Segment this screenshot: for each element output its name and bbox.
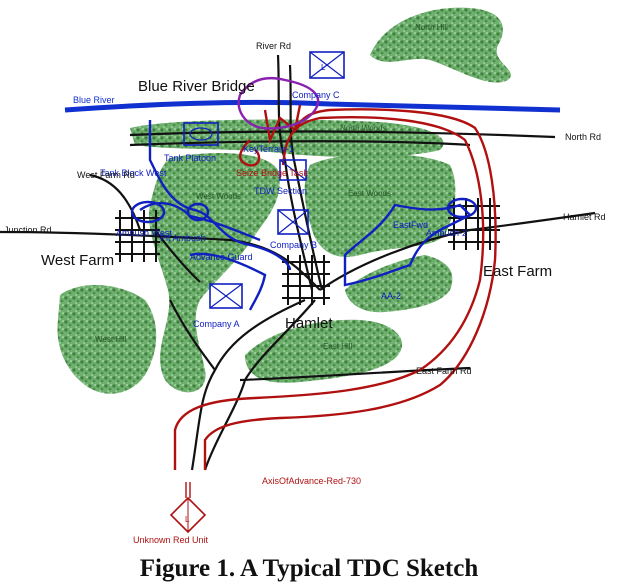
blue-advance-guard bbox=[189, 252, 267, 311]
plt-ambush-oval bbox=[186, 202, 210, 222]
west-farm-grid bbox=[115, 210, 160, 262]
blue-river-label: Blue River bbox=[73, 95, 115, 105]
aa2-woods-area bbox=[345, 255, 453, 313]
north-road-2 bbox=[129, 140, 471, 147]
ambush-2-label: Ambush-2 bbox=[426, 228, 467, 238]
east-hill-area bbox=[245, 319, 403, 383]
red-axis-inner bbox=[203, 108, 497, 470]
plt-ambush-label: Plt Ambush bbox=[160, 233, 206, 243]
seize-bridge-label: Seize Bridge Task bbox=[236, 168, 308, 178]
east-farm-label: East Farm bbox=[483, 263, 552, 280]
red-axis-of-advance bbox=[173, 116, 485, 470]
unknown-red-unit-label: Unknown Red Unit bbox=[133, 535, 209, 545]
figure-caption: Figure 1. A Typical TDC Sketch bbox=[139, 555, 479, 582]
company-b-label: Company B bbox=[270, 240, 317, 250]
tactical-sketch-map: River Rd Blue River Bridge Blue River Co… bbox=[0, 7, 606, 545]
ambush-west-oval bbox=[130, 200, 166, 224]
red-bridge-arrow bbox=[263, 104, 302, 145]
terrain-areas bbox=[57, 7, 511, 394]
north-woods-label: North Woods bbox=[340, 124, 387, 133]
unknown-red-unit-letter: L bbox=[185, 515, 190, 524]
west-woods-label: West Woods bbox=[196, 192, 241, 201]
key-terrain-outline bbox=[237, 76, 320, 130]
river-road-2 bbox=[288, 64, 324, 291]
north-woods-area bbox=[130, 119, 444, 157]
tank-platoon-symbol bbox=[183, 122, 219, 146]
west-farm-road bbox=[89, 173, 142, 231]
west-hill-area bbox=[57, 284, 157, 394]
company-c-label: Company C bbox=[292, 90, 340, 100]
company-c-symbol bbox=[309, 51, 345, 79]
east-hill-label: East Hill bbox=[323, 342, 353, 351]
ambush-west-label: Ambush West bbox=[116, 228, 172, 238]
blue-river-bridge-label: Blue River Bridge bbox=[138, 78, 255, 95]
company-a-symbol bbox=[209, 283, 243, 309]
map-labels: River Rd Blue River Bridge Blue River Co… bbox=[4, 23, 606, 545]
advance-guard-label: Advance Guard bbox=[190, 252, 253, 262]
north-rd-label: North Rd bbox=[565, 132, 601, 142]
west-farm-rd-label: West Farm Rd bbox=[77, 170, 135, 180]
tank-block-label: Tank Block West bbox=[100, 168, 167, 178]
east-woods-area bbox=[304, 153, 456, 258]
aa2-label: AA-2 bbox=[381, 291, 401, 301]
west-hill-label: West Hill bbox=[95, 335, 127, 344]
tank-platoon-label: Tank Platoon bbox=[164, 153, 216, 163]
west-woods-area bbox=[149, 153, 280, 393]
key-terrain-label: KeyTerrain-1 bbox=[243, 144, 294, 154]
east-farm-road bbox=[239, 366, 471, 382]
east-farm-rd-label: East Farm Rd bbox=[416, 366, 472, 376]
company-b-symbol bbox=[277, 209, 309, 235]
junction-rd-label: Junction Rd bbox=[4, 225, 52, 235]
unit-symbols bbox=[169, 51, 345, 534]
north-hill-label: North Hill bbox=[415, 23, 448, 32]
hamlet-label: Hamlet bbox=[285, 315, 333, 332]
tdw-section-symbol bbox=[279, 159, 307, 181]
north-road bbox=[129, 130, 556, 139]
blue-river bbox=[64, 99, 561, 113]
company-c-unit-letter: L bbox=[321, 63, 326, 72]
west-loop-road bbox=[169, 299, 216, 371]
east-ambush-oval bbox=[446, 197, 478, 219]
red-bridge-swirl bbox=[239, 139, 261, 167]
tdw-section-label: TDW Section bbox=[254, 186, 307, 196]
hamlet-grid bbox=[282, 255, 330, 305]
river-rd-label: River Rd bbox=[256, 41, 291, 51]
west-farm-road-b bbox=[154, 229, 201, 283]
blue-force-graphics bbox=[130, 120, 478, 311]
company-a-label: Company A bbox=[193, 319, 240, 329]
west-farm-label: West Farm bbox=[41, 252, 114, 269]
hamlet-rd-label: Hamlet Rd bbox=[563, 212, 606, 222]
axis-of-advance-label: AxisOfAdvance-Red-730 bbox=[262, 476, 361, 486]
east-fwd-label: EastFwd bbox=[393, 220, 428, 230]
east-woods-label: East Woods bbox=[348, 189, 391, 198]
junction-road bbox=[0, 230, 321, 291]
north-hill-area bbox=[370, 7, 511, 83]
unknown-red-unit-symbol bbox=[169, 482, 207, 534]
red-force-graphics bbox=[173, 104, 497, 470]
